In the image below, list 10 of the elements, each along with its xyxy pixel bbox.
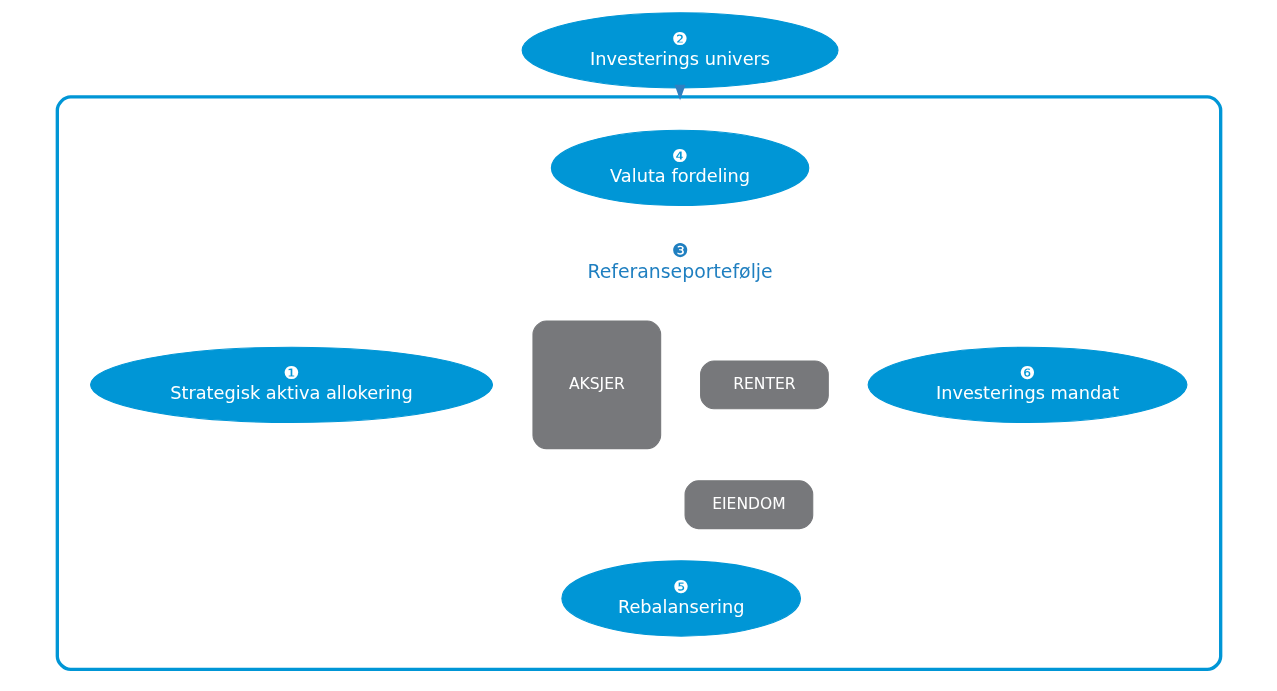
node-ellipse: ❹ Valuta fordeling [550, 129, 809, 207]
node-ellipse: ❶ Strategisk aktiva allokering [89, 346, 493, 423]
node-box: EIENDOM [684, 480, 813, 530]
arrow [674, 84, 686, 101]
node-box: RENTER [699, 360, 829, 410]
node-ellipse: ❻ Investerings mandat [867, 346, 1187, 423]
node-box: AKSJER [531, 320, 661, 450]
node-text: ❸ Referanseportefølje [586, 239, 773, 283]
cluster [55, 95, 1222, 672]
node-ellipse: ❺ Rebalansering [560, 560, 801, 637]
